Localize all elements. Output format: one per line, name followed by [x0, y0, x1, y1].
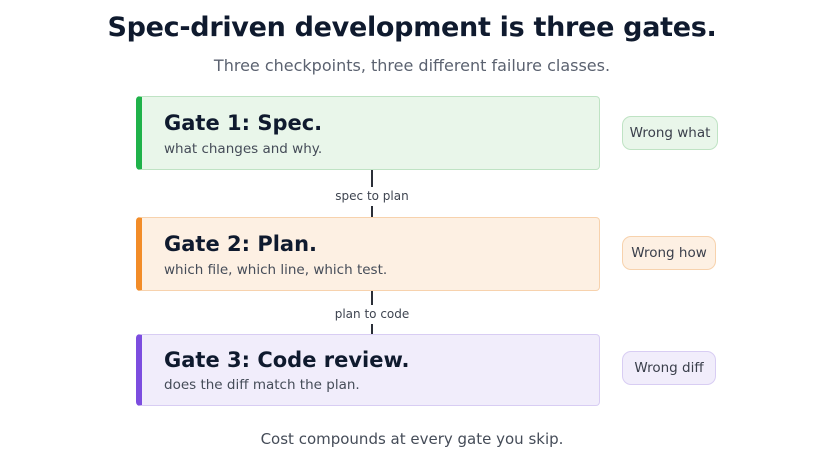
- connector-line-plan-to-code-top: [371, 291, 373, 305]
- gate-plan-description: which file, which line, which test.: [164, 262, 388, 278]
- failure-badge-wrong-diff: Wrong diff: [622, 351, 716, 385]
- gate-code-review-card: Gate 3: Code review. does the diff match…: [136, 334, 600, 406]
- gate-spec-card: Gate 1: Spec. what changes and why.: [136, 96, 600, 170]
- connector-label-plan-to-code: plan to code: [272, 307, 472, 321]
- footer-note: Cost compounds at every gate you skip.: [260, 430, 564, 448]
- gate-spec-description: what changes and why.: [164, 141, 323, 157]
- failure-badge-wrong-what: Wrong what: [622, 116, 718, 150]
- gate-code-review-description: does the diff match the plan.: [164, 377, 360, 393]
- page-title: Spec-driven development is three gates.: [107, 12, 717, 43]
- connector-line-spec-to-plan-top: [371, 170, 373, 187]
- gate-plan-title: Gate 2: Plan.: [164, 232, 318, 256]
- connector-label-spec-to-plan: spec to plan: [272, 189, 472, 203]
- failure-badge-wrong-how: Wrong how: [622, 236, 716, 270]
- gate-plan-card: Gate 2: Plan. which file, which line, wh…: [136, 217, 600, 291]
- connector-line-spec-to-plan-bottom: [371, 206, 373, 217]
- gate-spec-title: Gate 1: Spec.: [164, 111, 323, 135]
- page-subtitle: Three checkpoints, three different failu…: [213, 56, 611, 75]
- connector-line-plan-to-code-bottom: [371, 324, 373, 334]
- gate-code-review-title: Gate 3: Code review.: [164, 348, 410, 372]
